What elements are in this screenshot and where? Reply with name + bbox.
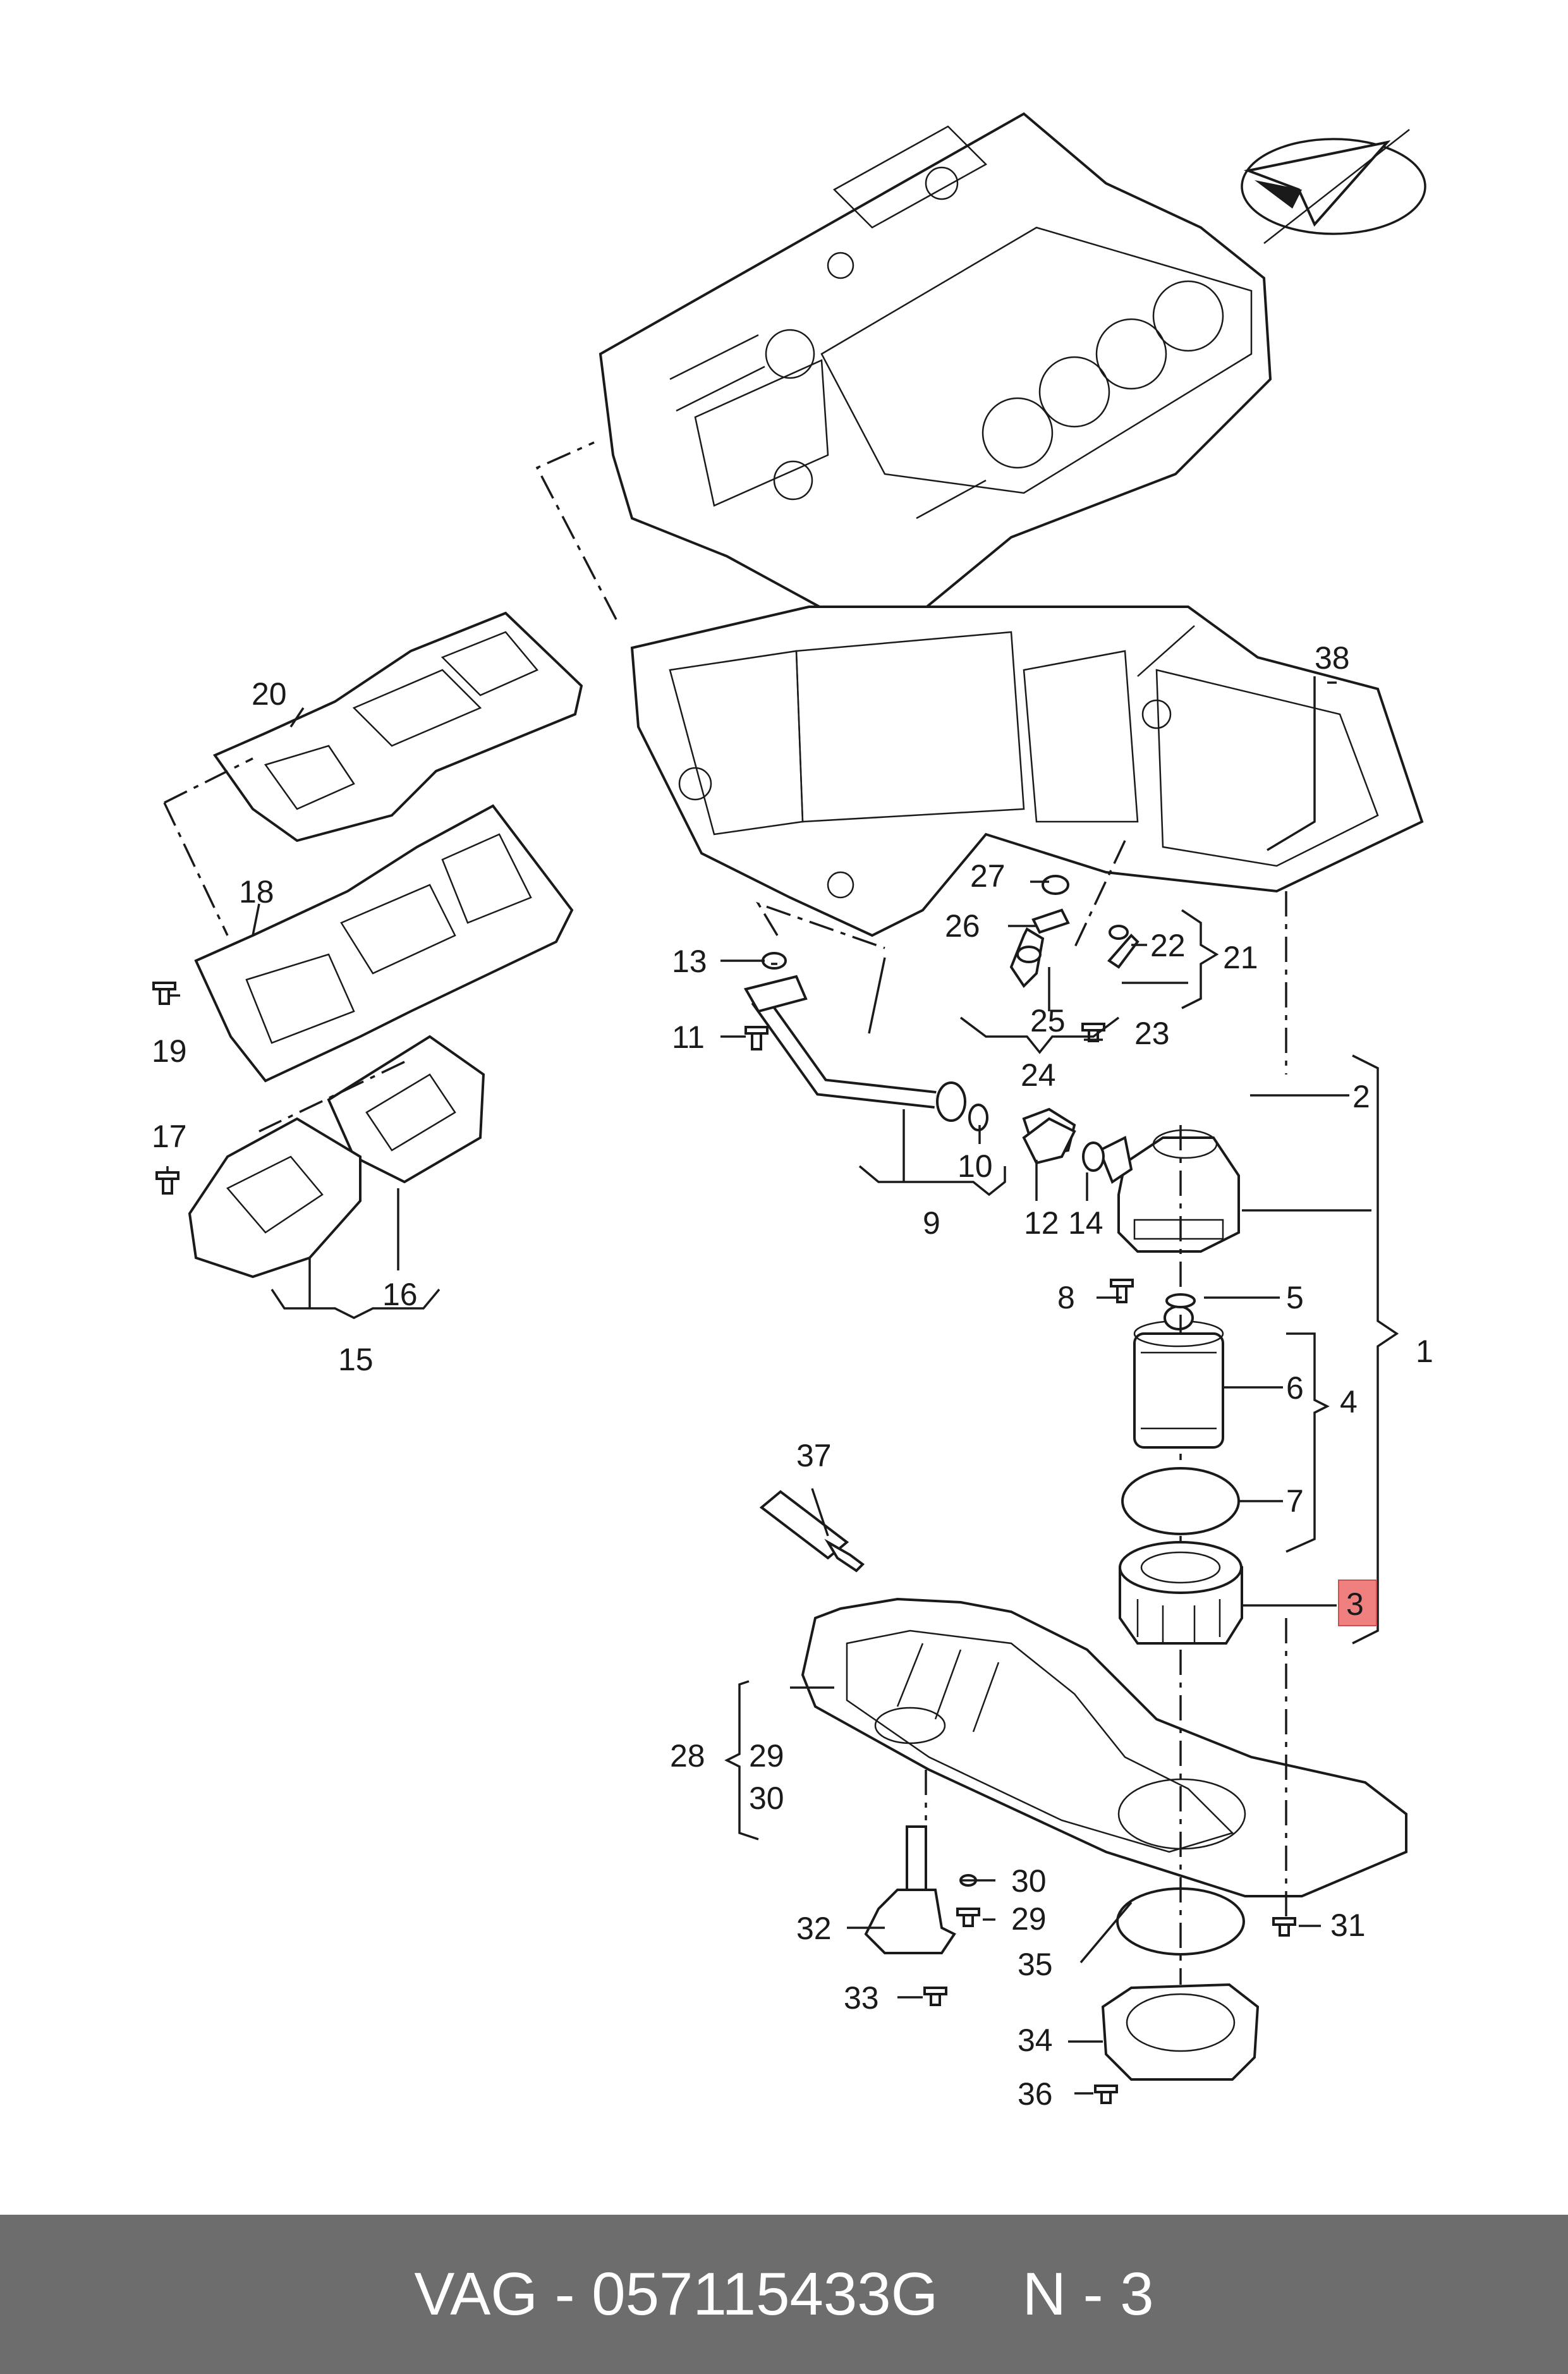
valve-12	[1022, 1117, 1076, 1165]
seal-10	[968, 1104, 988, 1131]
bolt-23	[1081, 1023, 1105, 1042]
oil-pipe-9	[743, 975, 966, 1122]
callout-29-upper: 29	[749, 1738, 784, 1774]
callout-38: 38	[1315, 640, 1350, 676]
bolt-8	[1110, 1279, 1134, 1303]
callout-17: 17	[152, 1119, 187, 1154]
callout-33: 33	[844, 1980, 879, 2016]
callout-16: 16	[382, 1277, 418, 1312]
seal-ring-7	[1121, 1467, 1240, 1535]
callout-25: 25	[1030, 1003, 1066, 1038]
callout-5: 5	[1286, 1280, 1304, 1315]
callout-9: 9	[923, 1205, 940, 1241]
callout-36: 36	[1018, 2076, 1053, 2112]
bolt-11	[744, 1026, 769, 1050]
callout-6: 6	[1286, 1370, 1304, 1406]
callout-21: 21	[1223, 940, 1258, 975]
part-number-caption: VAG - 057115433G N - 3	[414, 2260, 1154, 2328]
callout-7: 7	[1286, 1483, 1304, 1519]
callout-28: 28	[670, 1738, 705, 1774]
callout-8: 8	[1057, 1280, 1075, 1315]
sensor-24	[1009, 875, 1070, 989]
oil-pan-upper	[630, 606, 1424, 937]
callout-29-lower: 29	[1011, 1901, 1047, 1937]
callout-31: 31	[1330, 1908, 1366, 1943]
callout-24: 24	[1021, 1057, 1056, 1093]
highlight-box	[1338, 1580, 1377, 1626]
callout-30-upper: 30	[749, 1780, 784, 1816]
footer-bar: VAG - 057115433G N - 3	[0, 2215, 1568, 2374]
dipstick-32	[864, 1825, 956, 1954]
callout-4: 4	[1340, 1384, 1358, 1420]
callout-20: 20	[252, 676, 287, 712]
callout-10: 10	[957, 1148, 993, 1184]
baffle-18	[194, 804, 574, 1083]
callout-11: 11	[672, 1020, 705, 1055]
cover-34	[1101, 1983, 1260, 2081]
leader-lines	[166, 676, 1399, 2095]
callout-18: 18	[239, 874, 274, 910]
bolt-33	[923, 1987, 947, 2006]
callout-12: 12	[1024, 1205, 1059, 1241]
north-arrow-icon	[1241, 129, 1426, 244]
callout-27: 27	[970, 858, 1006, 894]
bolt-36	[1094, 2085, 1118, 2104]
engine-block	[599, 112, 1272, 634]
callout-19: 19	[152, 1033, 187, 1069]
bolt-29	[956, 1908, 980, 1927]
callout-labels: 1 2 3 4 5 6 7 8 9 10 11 12 13 14 15 16 1…	[152, 640, 1433, 2112]
callout-34: 34	[1018, 2023, 1053, 2058]
callout-3-highlighted: 3	[1346, 1586, 1364, 1622]
parts-diagram: 1 2 3 4 5 6 7 8 9 10 11 12 13 14 15 16 1…	[152, 112, 1433, 2112]
seal-ring-5	[1165, 1293, 1196, 1308]
callout-30-lower: 30	[1011, 1863, 1047, 1899]
callout-26: 26	[945, 908, 980, 944]
callout-23: 23	[1134, 1016, 1170, 1051]
callout-15: 15	[338, 1342, 374, 1377]
callout-1: 1	[1416, 1334, 1433, 1369]
bolt-17	[155, 1171, 179, 1195]
bolt-19	[152, 982, 176, 1005]
callout-14: 14	[1068, 1205, 1103, 1241]
seal-13	[762, 952, 787, 970]
callout-35: 35	[1018, 1947, 1053, 1982]
gasket-20	[212, 611, 583, 843]
callout-2: 2	[1352, 1079, 1370, 1114]
seal-14	[1082, 1141, 1105, 1172]
callout-22: 22	[1150, 928, 1186, 963]
cover-15	[188, 1117, 362, 1279]
callout-32: 32	[796, 1911, 832, 1946]
sealant-tube-37	[759, 1490, 865, 1573]
callout-13: 13	[672, 944, 707, 979]
filter-cap-3	[1119, 1541, 1243, 1645]
oil-filter-6	[1133, 1305, 1224, 1449]
sensor-21	[1107, 925, 1140, 969]
oil-pan-lower-28	[801, 1597, 1407, 1897]
callout-37: 37	[796, 1438, 832, 1473]
bolt-31	[1272, 1917, 1296, 1937]
